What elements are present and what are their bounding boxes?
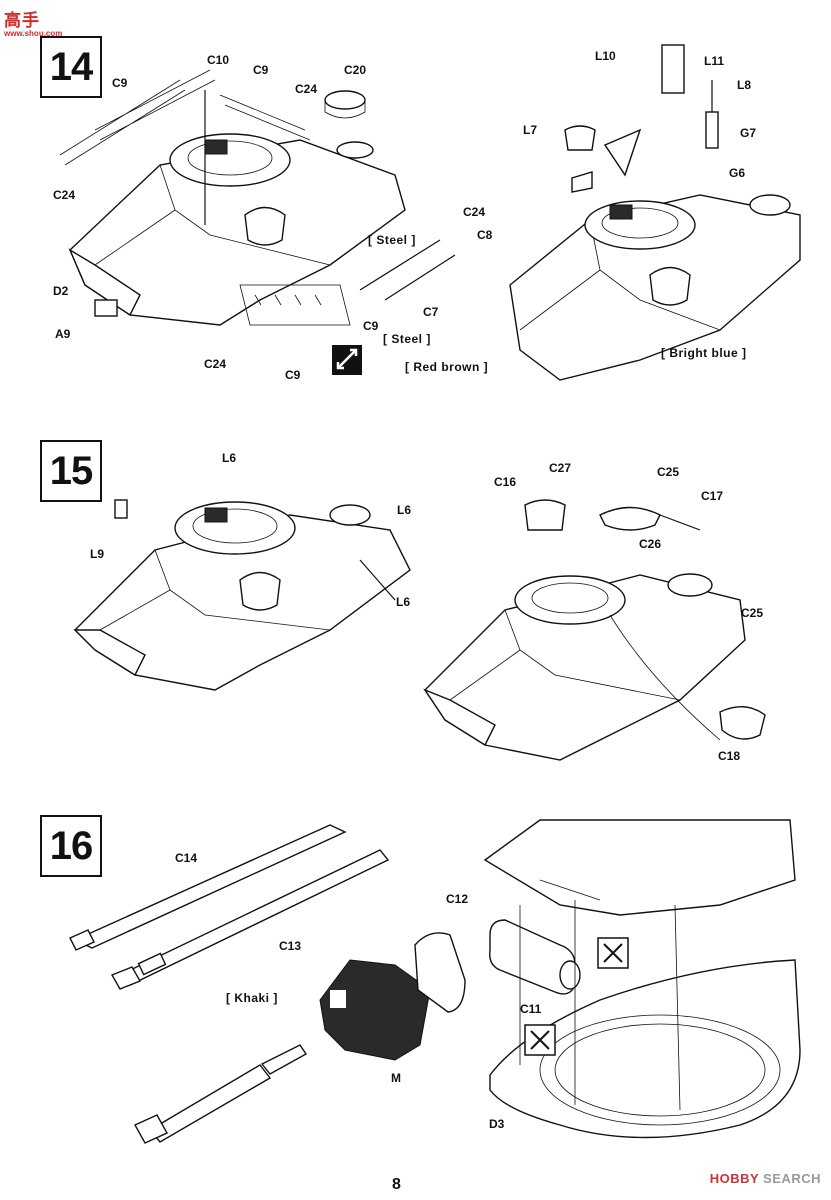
paint-color-label: [ Red brown ] (405, 360, 489, 374)
watermark-brand-suffix: SEARCH (763, 1171, 821, 1186)
part-label: C14 (175, 851, 198, 865)
part-label: C25 (657, 465, 680, 479)
step14-hull-right (509, 44, 801, 381)
part-label: D2 (53, 284, 69, 298)
part-label: L9 (90, 547, 105, 561)
paint-color-label: [ Khaki ] (226, 991, 278, 1005)
part-label: C9 (363, 319, 379, 333)
part-label: L7 (523, 123, 538, 137)
part-label: C26 (639, 537, 662, 551)
part-label: C27 (549, 461, 572, 475)
part-label: C25 (741, 606, 764, 620)
part-label: C9 (112, 76, 128, 90)
step14-hull-left (59, 69, 456, 375)
part-label: C24 (204, 357, 227, 371)
part-label: L11 (704, 54, 725, 68)
page-number: 8 (392, 1176, 401, 1193)
part-label: C16 (494, 475, 517, 489)
paint-color-label: [ Bright blue ] (661, 346, 747, 360)
part-label: C10 (207, 53, 230, 67)
part-label: C8 (477, 228, 493, 242)
step-number-box: 16 (40, 815, 102, 877)
step16-parts (69, 819, 801, 1144)
part-label: A9 (55, 327, 71, 341)
part-label: L6 (397, 503, 412, 517)
watermark-url-text: www.shou.com (4, 29, 63, 38)
part-label: L6 (396, 595, 411, 609)
part-label: D3 (489, 1117, 505, 1131)
part-label: C13 (279, 939, 302, 953)
part-label: C7 (423, 305, 439, 319)
part-label: M (391, 1071, 401, 1085)
watermark-cn-text: 高手 (4, 11, 40, 31)
part-label: C12 (446, 892, 469, 906)
part-label: C20 (344, 63, 367, 77)
part-label: C9 (285, 368, 301, 382)
part-label: C17 (701, 489, 724, 503)
step15-hull-left (73, 499, 411, 691)
part-label: L8 (737, 78, 752, 92)
paint-color-label: [ Steel ] (383, 332, 431, 346)
watermark-brand-name: HOBBY (709, 1171, 759, 1186)
watermark-logo: 高手 www.shou.com (4, 6, 74, 38)
part-label: C24 (295, 82, 318, 96)
step-number-box: 15 (40, 440, 102, 502)
part-label: L10 (595, 49, 616, 63)
part-label: C18 (718, 749, 741, 763)
part-label: C24 (463, 205, 486, 219)
part-label: G7 (740, 126, 757, 140)
part-label: C11 (520, 1002, 542, 1016)
step-number-box: 14 (40, 36, 102, 98)
paint-color-label: [ Steel ] (368, 233, 416, 247)
part-label: C9 (253, 63, 269, 77)
part-label: G6 (729, 166, 746, 180)
watermark-brand: HOBBY SEARCH (710, 1171, 821, 1186)
part-label: L6 (222, 451, 237, 465)
part-label: C24 (53, 188, 76, 202)
step15-hull-right (423, 499, 766, 761)
